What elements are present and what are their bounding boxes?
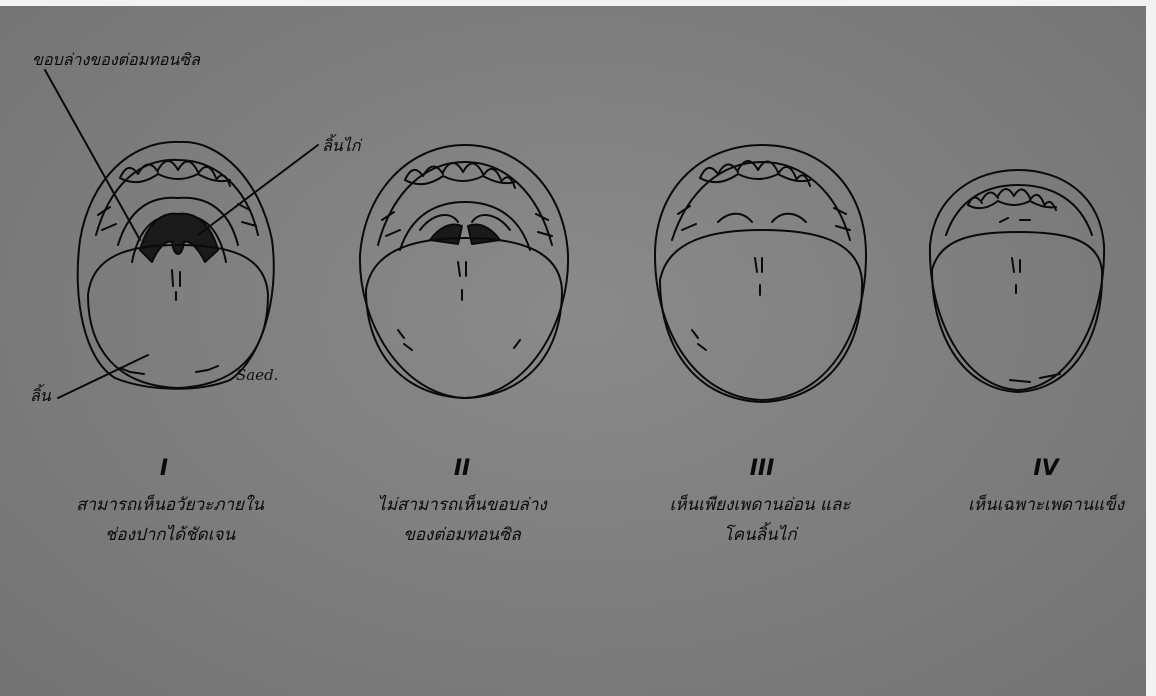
uvula-label-line xyxy=(198,145,318,235)
class-caption-4: เห็นเฉพาะเพดานแข็ง xyxy=(906,490,1156,520)
mouth-class-4 xyxy=(930,170,1104,392)
class-numeral-3: III xyxy=(702,458,822,480)
class-numeral-4: IV xyxy=(986,458,1106,480)
mouth-class-1 xyxy=(78,142,274,389)
class-caption-3-line2: โคนลิ้นไก่ xyxy=(620,520,900,550)
class-caption-3: เห็นเพียงเพดานอ่อน และ โคนลิ้นไก่ xyxy=(620,490,900,550)
class-caption-3-line1: เห็นเพียงเพดานอ่อน และ xyxy=(620,490,900,520)
tonsil-label-line xyxy=(45,70,140,240)
class-caption-2-line1: ไม่สามารถเห็นขอบล่าง xyxy=(322,490,602,520)
tonsil-lower-edge-label: ขอบล่างของต่อมทอนซิล xyxy=(32,52,200,68)
class-numeral-2: II xyxy=(402,458,522,480)
class-caption-1: สามารถเห็นอวัยวะภายใน ช่องปากได้ชัดเจน xyxy=(30,490,310,550)
class-caption-4-line1: เห็นเฉพาะเพดานแข็ง xyxy=(906,490,1156,520)
class-caption-2: ไม่สามารถเห็นขอบล่าง ของต่อมทอนซิล xyxy=(322,490,602,550)
class-caption-1-line2: ช่องปากได้ชัดเจน xyxy=(30,520,310,550)
tongue-label: ลิ้น xyxy=(30,388,51,404)
uvula-label: ลิ้นไก่ xyxy=(322,138,360,154)
class-numeral-1: I xyxy=(104,458,224,480)
artist-signature: Saed. xyxy=(236,366,278,384)
mouth-class-2 xyxy=(360,145,568,398)
tongue-label-line xyxy=(58,355,148,398)
class-caption-1-line1: สามารถเห็นอวัยวะภายใน xyxy=(30,490,310,520)
mouth-class-3 xyxy=(655,145,866,402)
class-caption-2-line2: ของต่อมทอนซิล xyxy=(322,520,602,550)
